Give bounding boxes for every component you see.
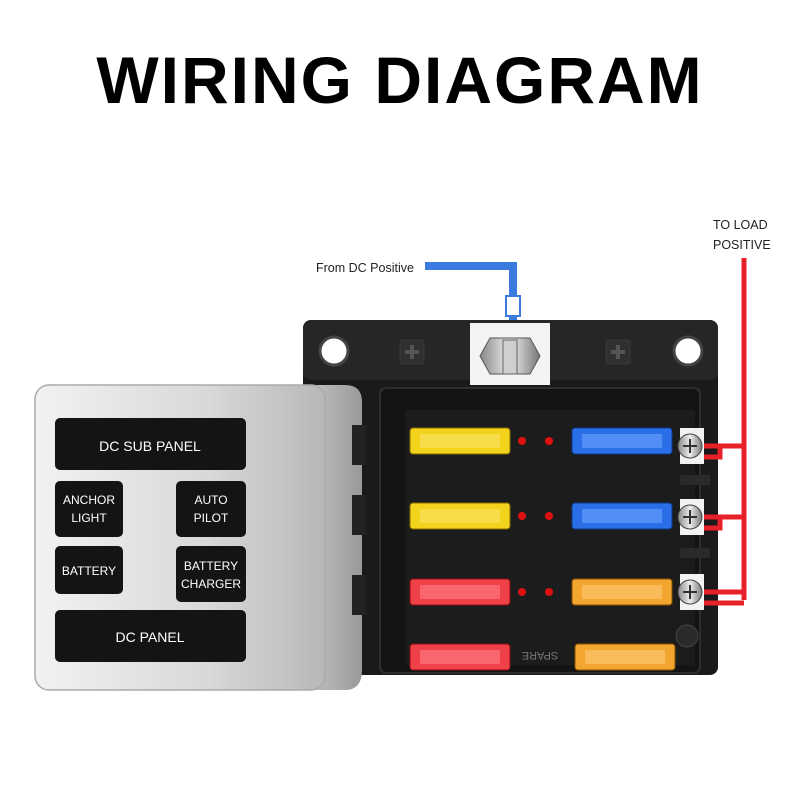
positive-input-wire <box>425 262 521 320</box>
indicator-led <box>518 512 526 520</box>
fuse-row-4: SPARE <box>409 643 676 671</box>
battery-switch <box>55 546 123 594</box>
indicator-led <box>518 588 526 596</box>
battery-charger-switch <box>176 546 246 602</box>
screw-terminal-icon <box>677 499 704 535</box>
indicator-led <box>545 588 553 596</box>
dc-panel-label-plate <box>55 610 246 662</box>
load-wires <box>704 258 747 606</box>
screw-terminal-icon <box>677 574 704 610</box>
screw-terminal-icon <box>677 428 704 464</box>
to-load-label-line2: POSITIVE <box>713 238 771 252</box>
indicator-led <box>518 437 526 445</box>
dc-sub-panel-label-plate <box>55 418 246 470</box>
fuse-row-1 <box>409 427 673 455</box>
anchor-light-text-1: ANCHOR <box>63 493 115 507</box>
auto-pilot-text-2: PILOT <box>194 511 229 525</box>
to-load-label-line1: TO LOAD <box>713 218 768 232</box>
battery-charger-text-2: CHARGER <box>181 577 241 591</box>
battery-charger-text-1: BATTERY <box>184 559 238 573</box>
mounting-hole-icon <box>672 335 704 367</box>
dc-sub-panel-text: DC SUB PANEL <box>99 438 201 454</box>
from-dc-positive-label: From DC Positive <box>316 261 414 275</box>
auto-pilot-switch <box>176 481 246 537</box>
indicator-led <box>545 437 553 445</box>
dc-panel-text: DC PANEL <box>116 629 185 645</box>
plus-icon <box>399 339 425 365</box>
anchor-light-text-2: LIGHT <box>71 511 107 525</box>
auto-pilot-text-1: AUTO <box>194 493 227 507</box>
positive-stud-terminal <box>470 323 550 385</box>
switch-panel: DC SUB PANEL ANCHOR LIGHT AUTO PILOT BAT… <box>34 384 366 691</box>
page-title: WIRING DIAGRAM <box>96 43 704 117</box>
battery-text: BATTERY <box>62 564 116 578</box>
spare-label: SPARE <box>522 649 558 661</box>
anchor-light-switch <box>55 481 123 537</box>
fuse-row-3 <box>409 578 673 606</box>
plus-icon <box>605 339 631 365</box>
mounting-hole-icon <box>318 335 350 367</box>
indicator-led <box>545 512 553 520</box>
fuse-row-2 <box>409 502 673 530</box>
